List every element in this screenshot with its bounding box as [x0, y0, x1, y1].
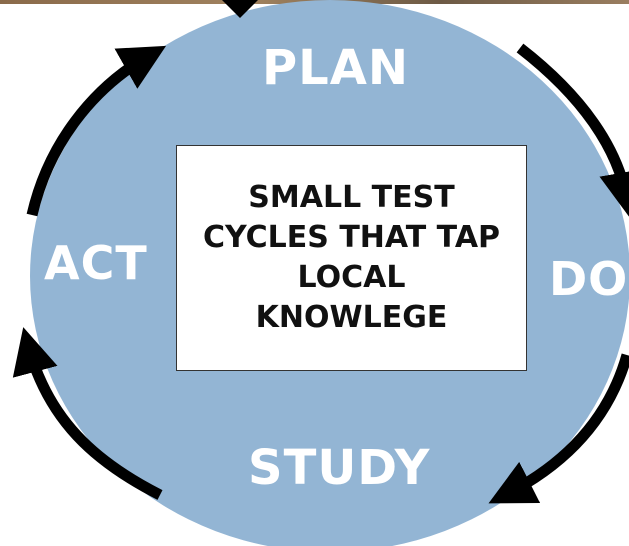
stage-label-do: DO	[549, 252, 629, 306]
center-text: SMALL TEST CYCLES THAT TAP LOCAL KNOWLEG…	[202, 180, 501, 335]
arrow-act-to-plan	[26, 45, 167, 217]
arrow-plan-to-do	[516, 43, 629, 219]
stage-label-plan: PLAN	[262, 40, 410, 96]
arrow-study-to-act	[12, 327, 163, 500]
arrow-do-to-study	[488, 353, 629, 504]
center-text-box: SMALL TEST CYCLES THAT TAP LOCAL KNOWLEG…	[176, 145, 527, 371]
arrow-top-tip	[222, 0, 258, 18]
stage-label-act: ACT	[44, 236, 148, 290]
stage-label-study: STUDY	[248, 440, 431, 496]
